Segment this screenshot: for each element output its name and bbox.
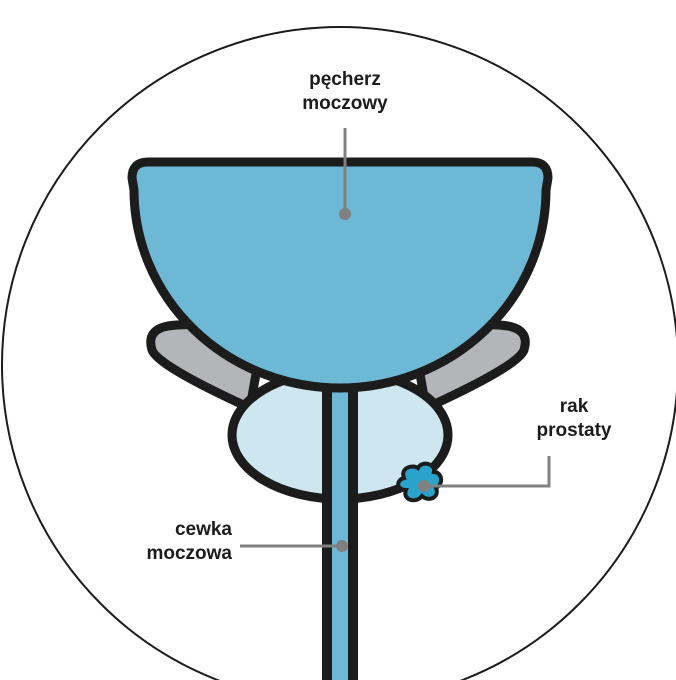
urethra-label-line-2: moczowa xyxy=(108,542,232,566)
bladder-leader-dot xyxy=(339,208,351,220)
prostate-cancer-label: rak prostaty xyxy=(522,395,626,443)
bladder-label-line-1: pęcherz xyxy=(272,68,418,92)
bladder-label-line-2: moczowy xyxy=(272,92,418,116)
urethra xyxy=(332,360,348,680)
urethra-label-line-1: cewka xyxy=(108,518,232,542)
urethra-leader-dot xyxy=(336,540,348,552)
bladder-label: pęcherz moczowy xyxy=(272,68,418,116)
prostate-cancer-label-line-2: prostaty xyxy=(522,419,626,443)
urethra-opening xyxy=(332,362,348,376)
urethra-label: cewka moczowa xyxy=(108,518,232,566)
prostate-cancer-label-line-1: rak xyxy=(522,395,626,419)
cancer-leader-dot xyxy=(418,480,430,492)
